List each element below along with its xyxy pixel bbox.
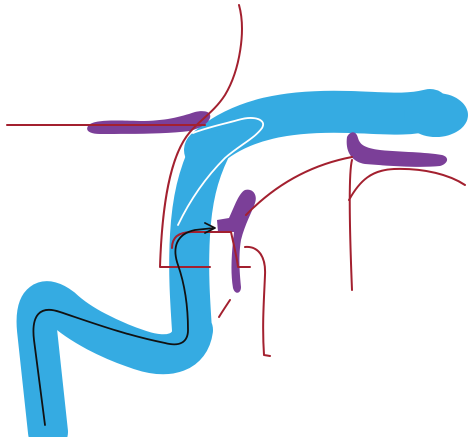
purple-right-shape [347, 132, 447, 167]
red-left-stub [219, 300, 230, 317]
red-right-drop [350, 160, 352, 290]
blue-upper-branch [205, 110, 430, 150]
red-right-branch [349, 169, 465, 200]
blue-vessel [37, 93, 468, 432]
blue-bulb [404, 93, 468, 137]
red-right-curve [246, 157, 352, 215]
purple-center-shape [217, 190, 256, 293]
blue-lower-curve [37, 301, 193, 432]
red-center-hook [245, 247, 270, 356]
